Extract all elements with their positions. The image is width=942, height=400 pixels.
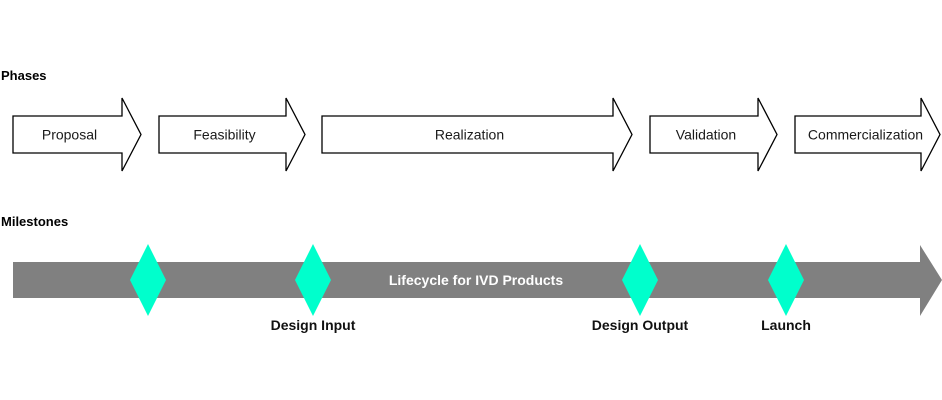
phase-label: Feasibility — [193, 127, 255, 143]
milestones-section-label: Milestones — [1, 214, 69, 229]
milestone-label: Launch — [761, 317, 811, 333]
milestone-label: Design Input — [271, 317, 356, 333]
phases-section-label: Phases — [1, 68, 47, 83]
phase-arrow-shape — [158, 97, 306, 172]
phase-arrow-validation: Validation — [649, 97, 778, 172]
milestone-design-output: Design Output — [592, 244, 689, 333]
lifecycle-bar: Lifecycle for IVD Products — [13, 245, 942, 316]
phase-label: Realization — [435, 127, 504, 143]
phase-arrow-shape — [794, 97, 941, 172]
milestone-diamond-icon — [295, 244, 331, 316]
milestone-launch: Launch — [761, 244, 811, 333]
phase-label: Proposal — [42, 127, 97, 143]
milestone-design-input: Design Input — [271, 244, 356, 333]
phase-label: Commercialization — [808, 127, 923, 143]
milestone-diamond-icon — [622, 244, 658, 316]
phase-arrows: Proposal Feasibility Realization Validation… — [12, 97, 941, 172]
phase-arrow-realization: Realization — [321, 97, 633, 172]
phase-arrow-shape — [321, 97, 633, 172]
phase-arrow-shape — [12, 97, 142, 172]
milestone-label: Design Output — [592, 317, 689, 333]
phase-arrow-feasibility: Feasibility — [158, 97, 306, 172]
milestone-diamond-icon — [768, 244, 804, 316]
phase-arrow-proposal: Proposal — [12, 97, 142, 172]
lifecycle-label: Lifecycle for IVD Products — [389, 272, 563, 288]
milestone-unlabeled — [130, 244, 166, 316]
phase-arrow-shape — [649, 97, 778, 172]
milestone-markers: Design Input Design Output Launch — [130, 244, 811, 333]
milestone-diamond-icon — [130, 244, 166, 316]
phase-arrow-commercialization: Commercialization — [794, 97, 941, 172]
lifecycle-arrow-shape — [13, 245, 942, 316]
phase-label: Validation — [676, 127, 736, 143]
